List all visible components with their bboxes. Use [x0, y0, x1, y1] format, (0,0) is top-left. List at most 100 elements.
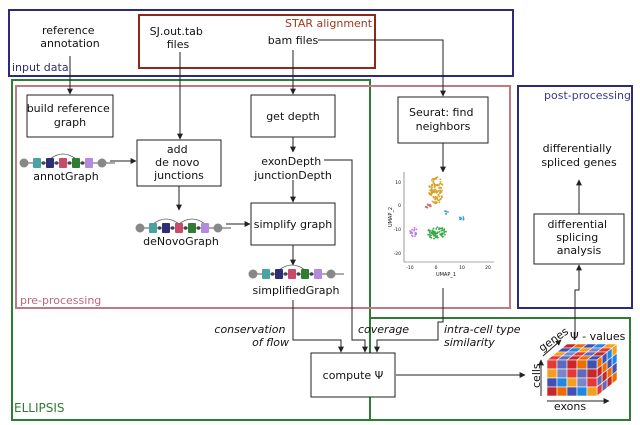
exon-junction-depth-text: exonDepth junctionDepth — [253, 155, 332, 182]
cube-cell — [546, 359, 558, 370]
compute-psi-text: compute Ψ — [323, 369, 384, 382]
umap-cell-point — [444, 234, 446, 236]
umap-cell-point — [410, 234, 413, 237]
umap-xtick-3: 20 — [485, 265, 491, 271]
umap-cell-point — [431, 229, 434, 232]
umap-cell-point — [414, 235, 416, 237]
umap-cell-point — [435, 176, 437, 179]
cube-cell — [576, 359, 588, 370]
umap-cell-point — [430, 232, 433, 235]
umap-cell-point — [431, 178, 434, 180]
graph-end-node — [326, 269, 336, 279]
umap-clusters — [409, 176, 465, 240]
umap-xtick-1: 0 — [435, 265, 438, 271]
cube-cell — [566, 359, 578, 370]
cube-cell — [546, 386, 558, 397]
umap-cell-point — [433, 235, 435, 237]
cube-cell — [586, 359, 598, 370]
pre-processing-frame — [15, 85, 511, 309]
umap-cell-point — [439, 198, 442, 201]
umap-ytick-1: 0 — [398, 203, 401, 209]
cube-cell — [566, 377, 578, 388]
umap-cell-point — [436, 183, 439, 186]
umap-cell-point — [440, 229, 443, 232]
umap-cell-point — [462, 216, 465, 218]
cube-cell — [546, 377, 558, 388]
umap-cell-point — [427, 229, 430, 232]
coverage-label: coverage — [358, 323, 409, 336]
simplify-graph-box — [250, 202, 336, 246]
graph-junction-arc — [178, 218, 206, 225]
umap-ytick-0: 10 — [395, 180, 401, 186]
get-depth-box — [250, 94, 336, 138]
umap-cell-point — [433, 183, 436, 186]
graph-exon-node — [314, 269, 322, 279]
umap-cell-point — [434, 202, 437, 205]
umap-cell-point — [432, 196, 435, 199]
bam-files-text: bam files — [268, 34, 319, 47]
cube-psi-values-label: Ψ - values — [570, 330, 626, 343]
umap-cell-point — [430, 236, 433, 239]
umap-cell-point — [434, 236, 437, 239]
umap-cell-point — [428, 231, 431, 234]
umap-cell-point — [409, 230, 412, 233]
star-alignment-frame — [138, 14, 376, 69]
umap-cell-point — [433, 178, 436, 180]
umap-cell-point — [440, 234, 443, 237]
umap-cell-point — [429, 229, 431, 232]
differentially-spliced-genes-text: differentially spliced genes — [541, 142, 617, 169]
graph-junction-dot — [67, 161, 72, 165]
umap-cell-point — [439, 227, 441, 230]
umap-cell-point — [438, 183, 441, 185]
umap-cell-point — [438, 230, 441, 233]
umap-cell-point — [428, 234, 431, 236]
umap-cell-point — [429, 236, 431, 238]
umap-cell-point — [428, 185, 431, 188]
graph-junction-dot — [41, 161, 46, 165]
graph-junction-arc — [278, 264, 306, 271]
cube-exons-label: exons — [554, 400, 586, 413]
graph-exon-node — [59, 158, 67, 168]
simplify-graph-text: simplify graph — [254, 218, 333, 231]
umap-cell-point — [434, 201, 437, 204]
umap-cell-point — [439, 189, 442, 192]
umap-cell-point — [443, 228, 446, 231]
graph-exon-node — [175, 223, 183, 233]
graph-exon-node — [33, 158, 41, 168]
umap-plot-area — [404, 172, 494, 262]
cube-cell — [556, 368, 568, 379]
cube-cell — [586, 377, 598, 388]
psi-value-cube — [538, 339, 618, 404]
umap-cell-point — [413, 229, 415, 232]
seurat-box — [397, 96, 489, 144]
umap-ytick-2: -10 — [394, 227, 401, 233]
graph-junction-dot — [54, 161, 59, 165]
graph-junction-arc — [152, 218, 180, 225]
compute-psi-box — [310, 352, 396, 398]
umap-cell-point — [434, 190, 437, 193]
umap-plot: 10 0 -10 -20 -10 0 10 20 UMAP_1 UMAP_2 — [388, 172, 494, 278]
connectors — [67, 39, 582, 378]
cube-cell — [556, 359, 568, 370]
umap-cell-point — [415, 228, 418, 231]
umap-cell-point — [436, 176, 439, 178]
simplified-graph-chain — [248, 264, 344, 279]
umap-cell-point — [438, 201, 441, 204]
cube-cell — [576, 368, 588, 379]
umap-cell-point — [436, 235, 438, 237]
umap-cell-point — [445, 230, 447, 233]
sj-out-tab-text: SJ.out.tab files — [150, 25, 207, 51]
cube-cell — [586, 386, 598, 397]
umap-cell-point — [433, 190, 436, 193]
umap-cell-point — [439, 186, 442, 189]
umap-cell-point — [424, 206, 427, 208]
add-denovo-junctions-box — [136, 139, 222, 187]
umap-cell-point — [439, 191, 442, 193]
graph-junction-arc — [49, 153, 77, 160]
denovo-graph-label: deNovoGraph — [143, 235, 219, 248]
umap-cell-point — [430, 190, 433, 193]
umap-cell-point — [437, 194, 440, 196]
build-reference-graph-text: build reference graph — [27, 102, 114, 129]
intra-cell-type-similarity-label: intra-cell type similarity — [444, 323, 524, 349]
